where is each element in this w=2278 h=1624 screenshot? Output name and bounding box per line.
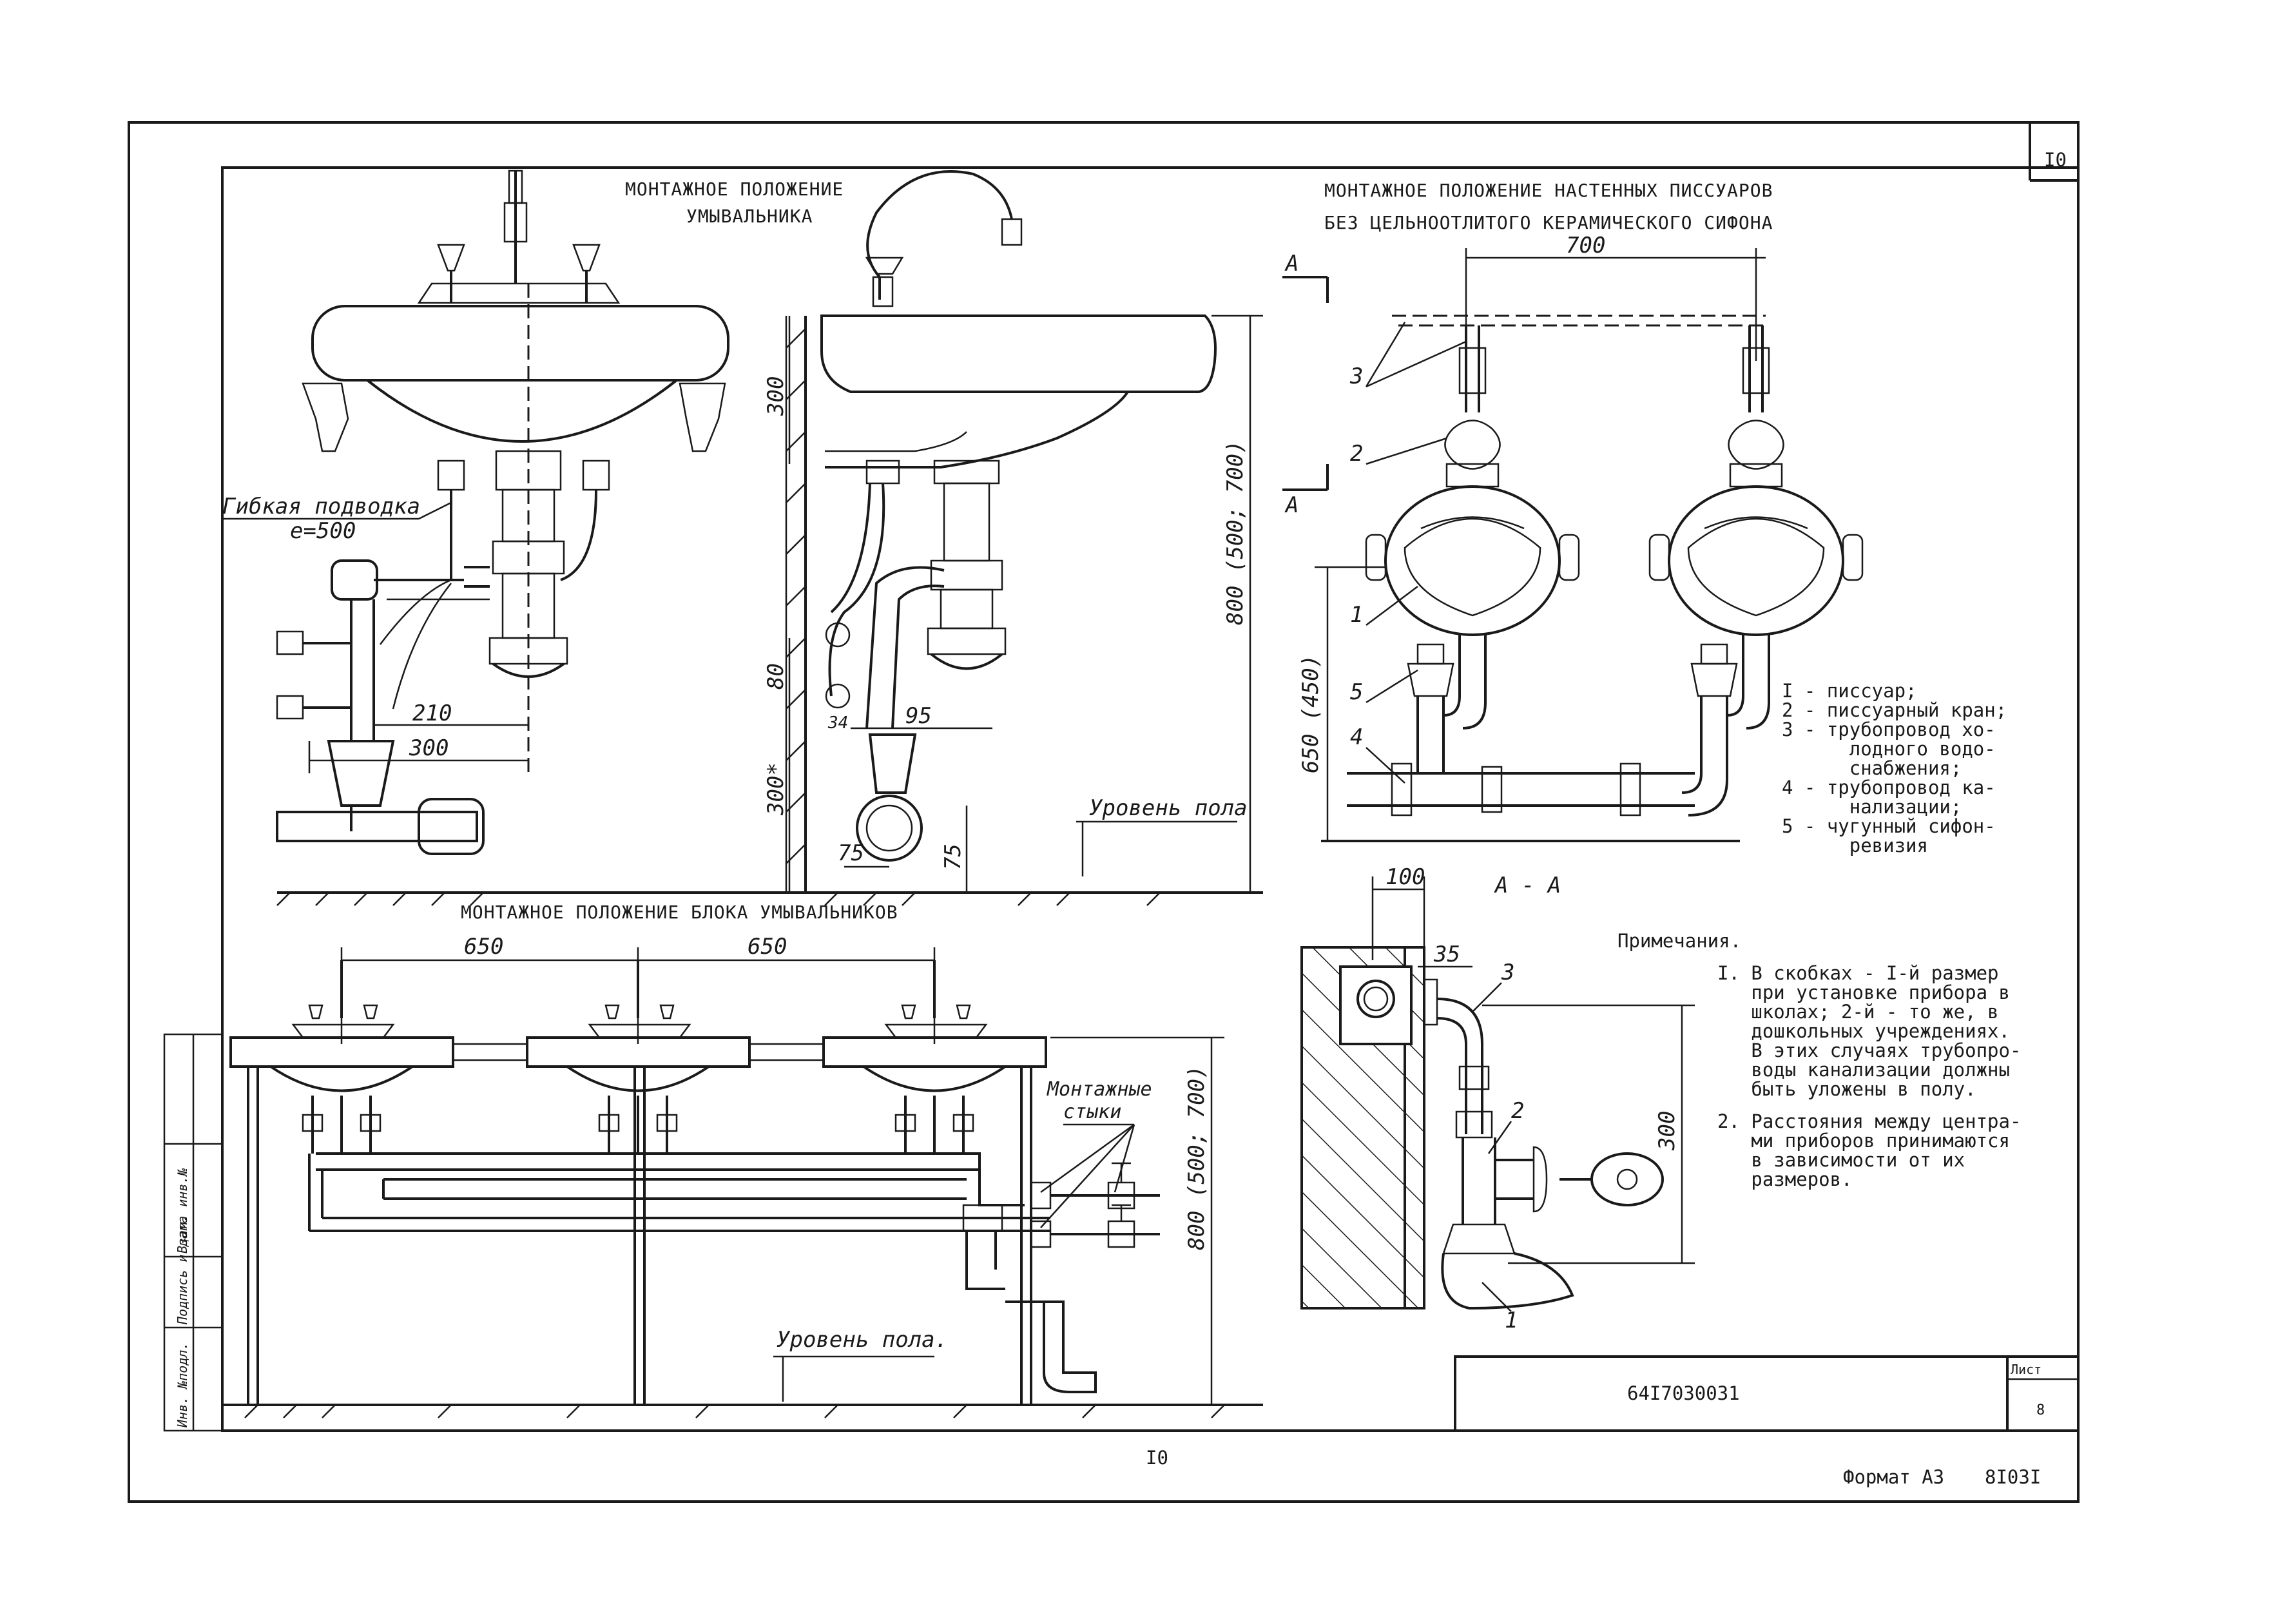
section-mark-top: А bbox=[1284, 251, 1298, 276]
note-2-line-3: в зависимости от их bbox=[1717, 1149, 1965, 1171]
urinal-left bbox=[1365, 325, 1580, 773]
section-aa-title: А - А bbox=[1494, 873, 1561, 898]
legend-line-7: нализации; bbox=[1782, 796, 1962, 818]
note-1-line-7: быть уложены в полу. bbox=[1717, 1078, 1976, 1100]
callout-2: 2 bbox=[1350, 441, 1363, 467]
note-1-line-1: I. В скобках - I-й размер bbox=[1717, 962, 1999, 984]
flex-hose-label: Гибкая подводка bbox=[222, 494, 420, 519]
sheet-number: 8 bbox=[2036, 1402, 2045, 1418]
dim-700: 700 bbox=[1566, 233, 1605, 258]
block-basin-2 bbox=[526, 960, 751, 1154]
dim-95: 95 bbox=[905, 703, 932, 729]
legend-line-5: снабжения; bbox=[1782, 757, 1962, 779]
dim-650-a: 650 bbox=[464, 934, 503, 960]
dim-800-block: 800 (500; 700) bbox=[1184, 1065, 1210, 1250]
side-stamp: Инв. №подл. Подпись и дата Взам. инв.№ bbox=[175, 1168, 190, 1428]
dim-650-b: 650 bbox=[748, 934, 787, 960]
sheet-label: Лист bbox=[2011, 1362, 2042, 1377]
note-2-line-4: размеров. bbox=[1717, 1168, 1853, 1190]
wash-basin-side-view: 300 80 34 95 300* 75 75 800 (500; 700) У… bbox=[763, 170, 1263, 893]
legend-line-3: 3 - трубопровод хо- bbox=[1782, 719, 1996, 740]
doc-code: 64I7030031 bbox=[1627, 1382, 1740, 1404]
aa-callout-1: 1 bbox=[1505, 1308, 1518, 1333]
aa-callout-2: 2 bbox=[1511, 1098, 1524, 1124]
note-2-line-2: ми приборов принимаются bbox=[1717, 1130, 2010, 1152]
dim-34: 34 bbox=[827, 713, 848, 733]
basin-block-view: МОНТАЖНОЕ ПОЛОЖЕНИЕ БЛОКА УМЫВАЛЬНИКОВ 6… bbox=[222, 902, 1263, 1406]
note-1-line-5: В этих случаях трубопро- bbox=[1717, 1039, 2021, 1061]
urinals-title-line1: МОНТАЖНОЕ ПОЛОЖЕНИЕ НАСТЕННЫХ ПИССУАРОВ bbox=[1324, 180, 1773, 201]
page-number-top: I0 bbox=[2044, 149, 2067, 171]
legend-line-2: 2 - писсуарный кран; bbox=[1782, 699, 2007, 721]
side-stamp-inv: Инв. №подл. bbox=[175, 1342, 190, 1428]
callout-3: 3 bbox=[1349, 363, 1363, 389]
joints-label-line1: Монтажные bbox=[1047, 1078, 1152, 1101]
urinals-legend: I - писсуар; 2 - писсуарный кран; 3 - тр… bbox=[1782, 680, 2007, 856]
flex-hose-length: е=500 bbox=[290, 518, 356, 544]
urinals-title-line2: БЕЗ ЦЕЛЬНООТЛИТОГО КЕРАМИЧЕСКОГО СИФОНА bbox=[1324, 212, 1773, 233]
urinal-right bbox=[1648, 325, 1864, 817]
dim-100: 100 bbox=[1385, 864, 1425, 890]
dim-210: 210 bbox=[412, 701, 452, 726]
dim-300-star: 300* bbox=[763, 762, 789, 816]
callout-1: 1 bbox=[1350, 602, 1363, 628]
archive-code: 8I03I bbox=[1985, 1466, 2041, 1488]
legend-line-4: лодного водо- bbox=[1782, 738, 1996, 760]
block-basin-3 bbox=[822, 960, 1047, 1154]
dim-300-front: 300 bbox=[409, 735, 449, 761]
dim-300-side: 300 bbox=[763, 376, 789, 416]
legend-line-8: 5 - чугунный сифон- bbox=[1782, 815, 1996, 837]
note-1-line-6: воды канализации должны bbox=[1717, 1059, 2010, 1081]
basin-block-title: МОНТАЖНОЕ ПОЛОЖЕНИЕ БЛОКА УМЫВАЛЬНИКОВ bbox=[461, 902, 898, 923]
note-1-line-2: при установке прибора в bbox=[1717, 981, 2010, 1003]
side-stamp-sign: Подпись и дата bbox=[175, 1215, 190, 1325]
section-mark-bottom: А bbox=[1284, 492, 1298, 518]
notes-heading: Примечания. bbox=[1617, 930, 1741, 952]
wash-basin-title-line1: МОНТАЖНОЕ ПОЛОЖЕНИЕ bbox=[625, 179, 844, 200]
urinals-view: МОНТАЖНОЕ ПОЛОЖЕНИЕ НАСТЕННЫХ ПИССУАРОВ … bbox=[1282, 180, 1864, 842]
note-1-line-3: школах; 2-й - то же, в bbox=[1717, 1001, 1999, 1023]
dim-80: 80 bbox=[763, 663, 789, 690]
legend-line-9: ревизия bbox=[1782, 835, 1928, 856]
format-label: Формат А3 bbox=[1843, 1466, 1944, 1488]
section-a-a: А - А 100 35 300 3 2 1 bbox=[1300, 864, 1695, 1333]
legend-line-6: 4 - трубопровод ка- bbox=[1782, 777, 1996, 798]
page-number-bottom: I0 bbox=[1146, 1447, 1168, 1469]
aa-callout-3: 3 bbox=[1501, 960, 1514, 985]
side-stamp-replace: Взам. инв.№ bbox=[175, 1168, 190, 1253]
legend-line-1: I - писсуар; bbox=[1782, 680, 1917, 702]
notes: Примечания. I. В скобках - I-й размер пр… bbox=[1617, 930, 2021, 1190]
note-2-line-1: 2. Расстояния между центра- bbox=[1717, 1110, 2021, 1132]
wash-basin-title-line2: УМЫВАЛЬНИКА bbox=[686, 206, 813, 227]
block-basin-1 bbox=[229, 960, 454, 1154]
dim-300-aa: 300 bbox=[1654, 1111, 1680, 1151]
callout-5: 5 bbox=[1350, 679, 1363, 705]
callout-4: 4 bbox=[1350, 724, 1363, 750]
wash-basin-front-view: МОНТАЖНОЕ ПОЛОЖЕНИЕ УМЫВАЛЬНИКА bbox=[222, 169, 844, 855]
sheet-frame bbox=[128, 121, 2080, 1503]
dim-800-side: 800 (500; 700) bbox=[1222, 440, 1248, 625]
floor-label-top: Уровень пола bbox=[1089, 795, 1248, 821]
floor-ticks bbox=[244, 892, 1225, 1418]
dim-75-right: 75 bbox=[940, 844, 966, 870]
floor-label-block: Уровень пола. bbox=[777, 1327, 948, 1353]
dim-35: 35 bbox=[1433, 942, 1460, 967]
note-1-line-4: дошкольных учреждениях. bbox=[1717, 1020, 2010, 1042]
joints-label-line2: стыки bbox=[1063, 1101, 1121, 1123]
dim-650-450: 650 (450) bbox=[1298, 655, 1324, 773]
dim-75-left: 75 bbox=[838, 840, 864, 866]
